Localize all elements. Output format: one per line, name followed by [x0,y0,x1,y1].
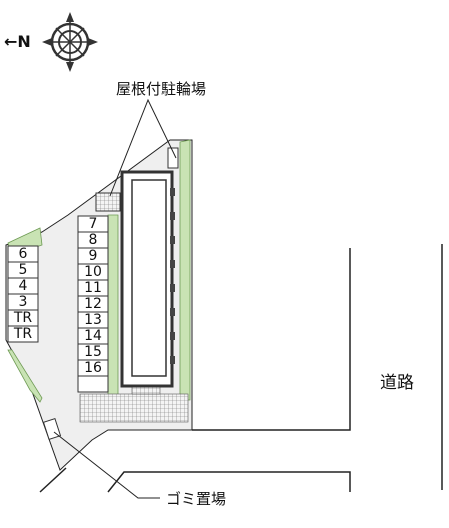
bicycle-parking-label: 屋根付駐輪場 [116,80,207,98]
parking-slot: 12 [84,296,102,312]
parking-slot: 16 [84,360,102,376]
road-label: 道路 [380,373,414,393]
garbage-label: ゴミ置場 [166,490,227,508]
paved-walkway [79,393,189,423]
parking-slot: 14 [84,328,102,344]
compass-north-label: ←N [4,32,31,51]
parking-slot: 4 [18,278,28,294]
building-inner [131,179,167,377]
parking-slot: 6 [18,246,28,262]
building-balconies [170,188,175,364]
bicycle-parking-pointer [109,98,177,197]
parking-slot: TR [13,310,33,326]
road-boundary-south [107,471,351,493]
greenery-right [179,139,191,401]
garbage-pointer [53,431,160,499]
parking-left-block [7,245,39,343]
parking-slot: 5 [18,262,28,278]
parking-slot: 3 [18,294,28,310]
parking-slot: 15 [84,344,102,360]
parking-slot: 7 [88,216,98,232]
parking-slot: 13 [84,312,102,328]
greenery-left-lower [7,349,43,403]
compass-arrow: ← [4,32,18,51]
parking-slot: 11 [84,280,102,296]
road-boundary-east [192,248,351,431]
compass-icon [42,12,98,72]
parking-slot: 10 [84,264,102,280]
bicycle-parking-area-a [95,192,121,212]
parking-slot: 9 [88,248,98,264]
road-edge-sw [39,467,67,493]
parking-slot: 8 [88,232,98,248]
parking-right-block [77,215,109,393]
parking-slot: TR [13,326,33,342]
bicycle-parking-area-b [167,147,179,169]
compass-north-letter: N [17,32,31,51]
greenery-front [107,214,119,396]
